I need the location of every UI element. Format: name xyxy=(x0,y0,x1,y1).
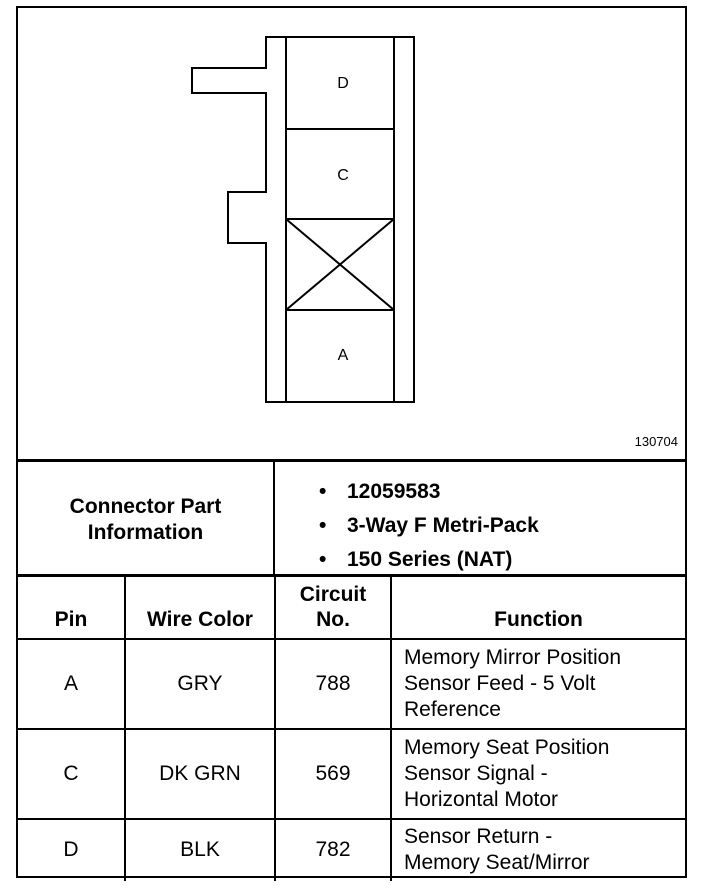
connector-info-list: • 12059583 • 3-Way F Metri-Pack • 150 Serie… xyxy=(275,462,685,577)
circuit-cell: 782 xyxy=(274,817,392,881)
part-number: 12059583 xyxy=(347,480,441,503)
function-line: Memory Seat/Mirror xyxy=(404,851,590,874)
pin-cell: D xyxy=(18,817,126,881)
pin-cell: A xyxy=(18,637,126,730)
function-line: Reference xyxy=(404,697,501,721)
cavity-label-d: D xyxy=(337,75,349,92)
header-circuit-line1: Circuit xyxy=(299,582,367,606)
connector-info-item: • 12059583 xyxy=(319,480,440,504)
bullet-icon: • xyxy=(319,480,327,503)
pin-cell: C xyxy=(18,727,126,820)
wire-color-cell: BLK xyxy=(124,817,276,881)
connector-info-label-line1: Connector Part xyxy=(69,494,222,518)
header-function: Function xyxy=(390,574,685,640)
function-line: Sensor Signal - xyxy=(404,761,548,785)
cavity-label-a: A xyxy=(338,347,349,364)
table-row: C DK GRN 569 Memory Seat Position Sensor… xyxy=(18,727,685,820)
connector-diagram: D C A 130704 xyxy=(18,8,685,459)
pin-table-header: Pin Wire Color Circuit No. Function xyxy=(18,574,685,640)
circuit-cell: 788 xyxy=(274,637,392,730)
header-circuit-line2: No. xyxy=(316,607,350,631)
blocked-cavity-x-2 xyxy=(285,218,395,311)
function-line: Memory Seat Position xyxy=(404,735,610,759)
connector-drawing: D C A xyxy=(191,36,415,403)
connector-body-outline xyxy=(191,36,415,403)
wire-color-cell: DK GRN xyxy=(124,727,276,820)
figure-number: 130704 xyxy=(634,434,678,449)
bullet-icon: • xyxy=(319,548,327,571)
function-cell: Sensor Return - Memory Seat/Mirror xyxy=(390,817,685,881)
header-wire-color: Wire Color xyxy=(124,574,276,640)
function-cell: Memory Mirror Position Sensor Feed - 5 V… xyxy=(390,637,685,730)
wire-color-cell: GRY xyxy=(124,637,276,730)
bullet-icon: • xyxy=(319,514,327,537)
cavity-label-c: C xyxy=(337,167,349,184)
connector-info-label: Connector Part Information xyxy=(18,462,275,577)
header-pin: Pin xyxy=(18,574,126,640)
function-line: Sensor Return - xyxy=(404,825,553,848)
function-line: Horizontal Motor xyxy=(404,787,559,811)
connector-series: 150 Series (NAT) xyxy=(347,548,513,571)
function-line: Sensor Feed - 5 Volt xyxy=(404,671,596,695)
pin-table: Pin Wire Color Circuit No. Function A GR… xyxy=(18,574,685,881)
function-line: Memory Mirror Position xyxy=(404,645,622,669)
circuit-cell: 569 xyxy=(274,727,392,820)
connector-sheet: D C A 130704 Connector Part Information … xyxy=(16,6,687,881)
function-cell: Memory Seat Position Sensor Signal - Hor… xyxy=(390,727,685,820)
connector-info-label-line2: Information xyxy=(87,520,204,544)
connector-part-info: Connector Part Information • 12059583 • 3-… xyxy=(18,459,685,577)
connector-type: 3-Way F Metri-Pack xyxy=(347,514,539,537)
connector-info-item: • 3-Way F Metri-Pack xyxy=(319,514,539,538)
header-circuit: Circuit No. xyxy=(274,574,392,640)
table-row: D BLK 782 Sensor Return - Memory Seat/Mi… xyxy=(18,817,685,881)
connector-info-item: • 150 Series (NAT) xyxy=(319,548,512,572)
table-row: A GRY 788 Memory Mirror Position Sensor … xyxy=(18,637,685,730)
